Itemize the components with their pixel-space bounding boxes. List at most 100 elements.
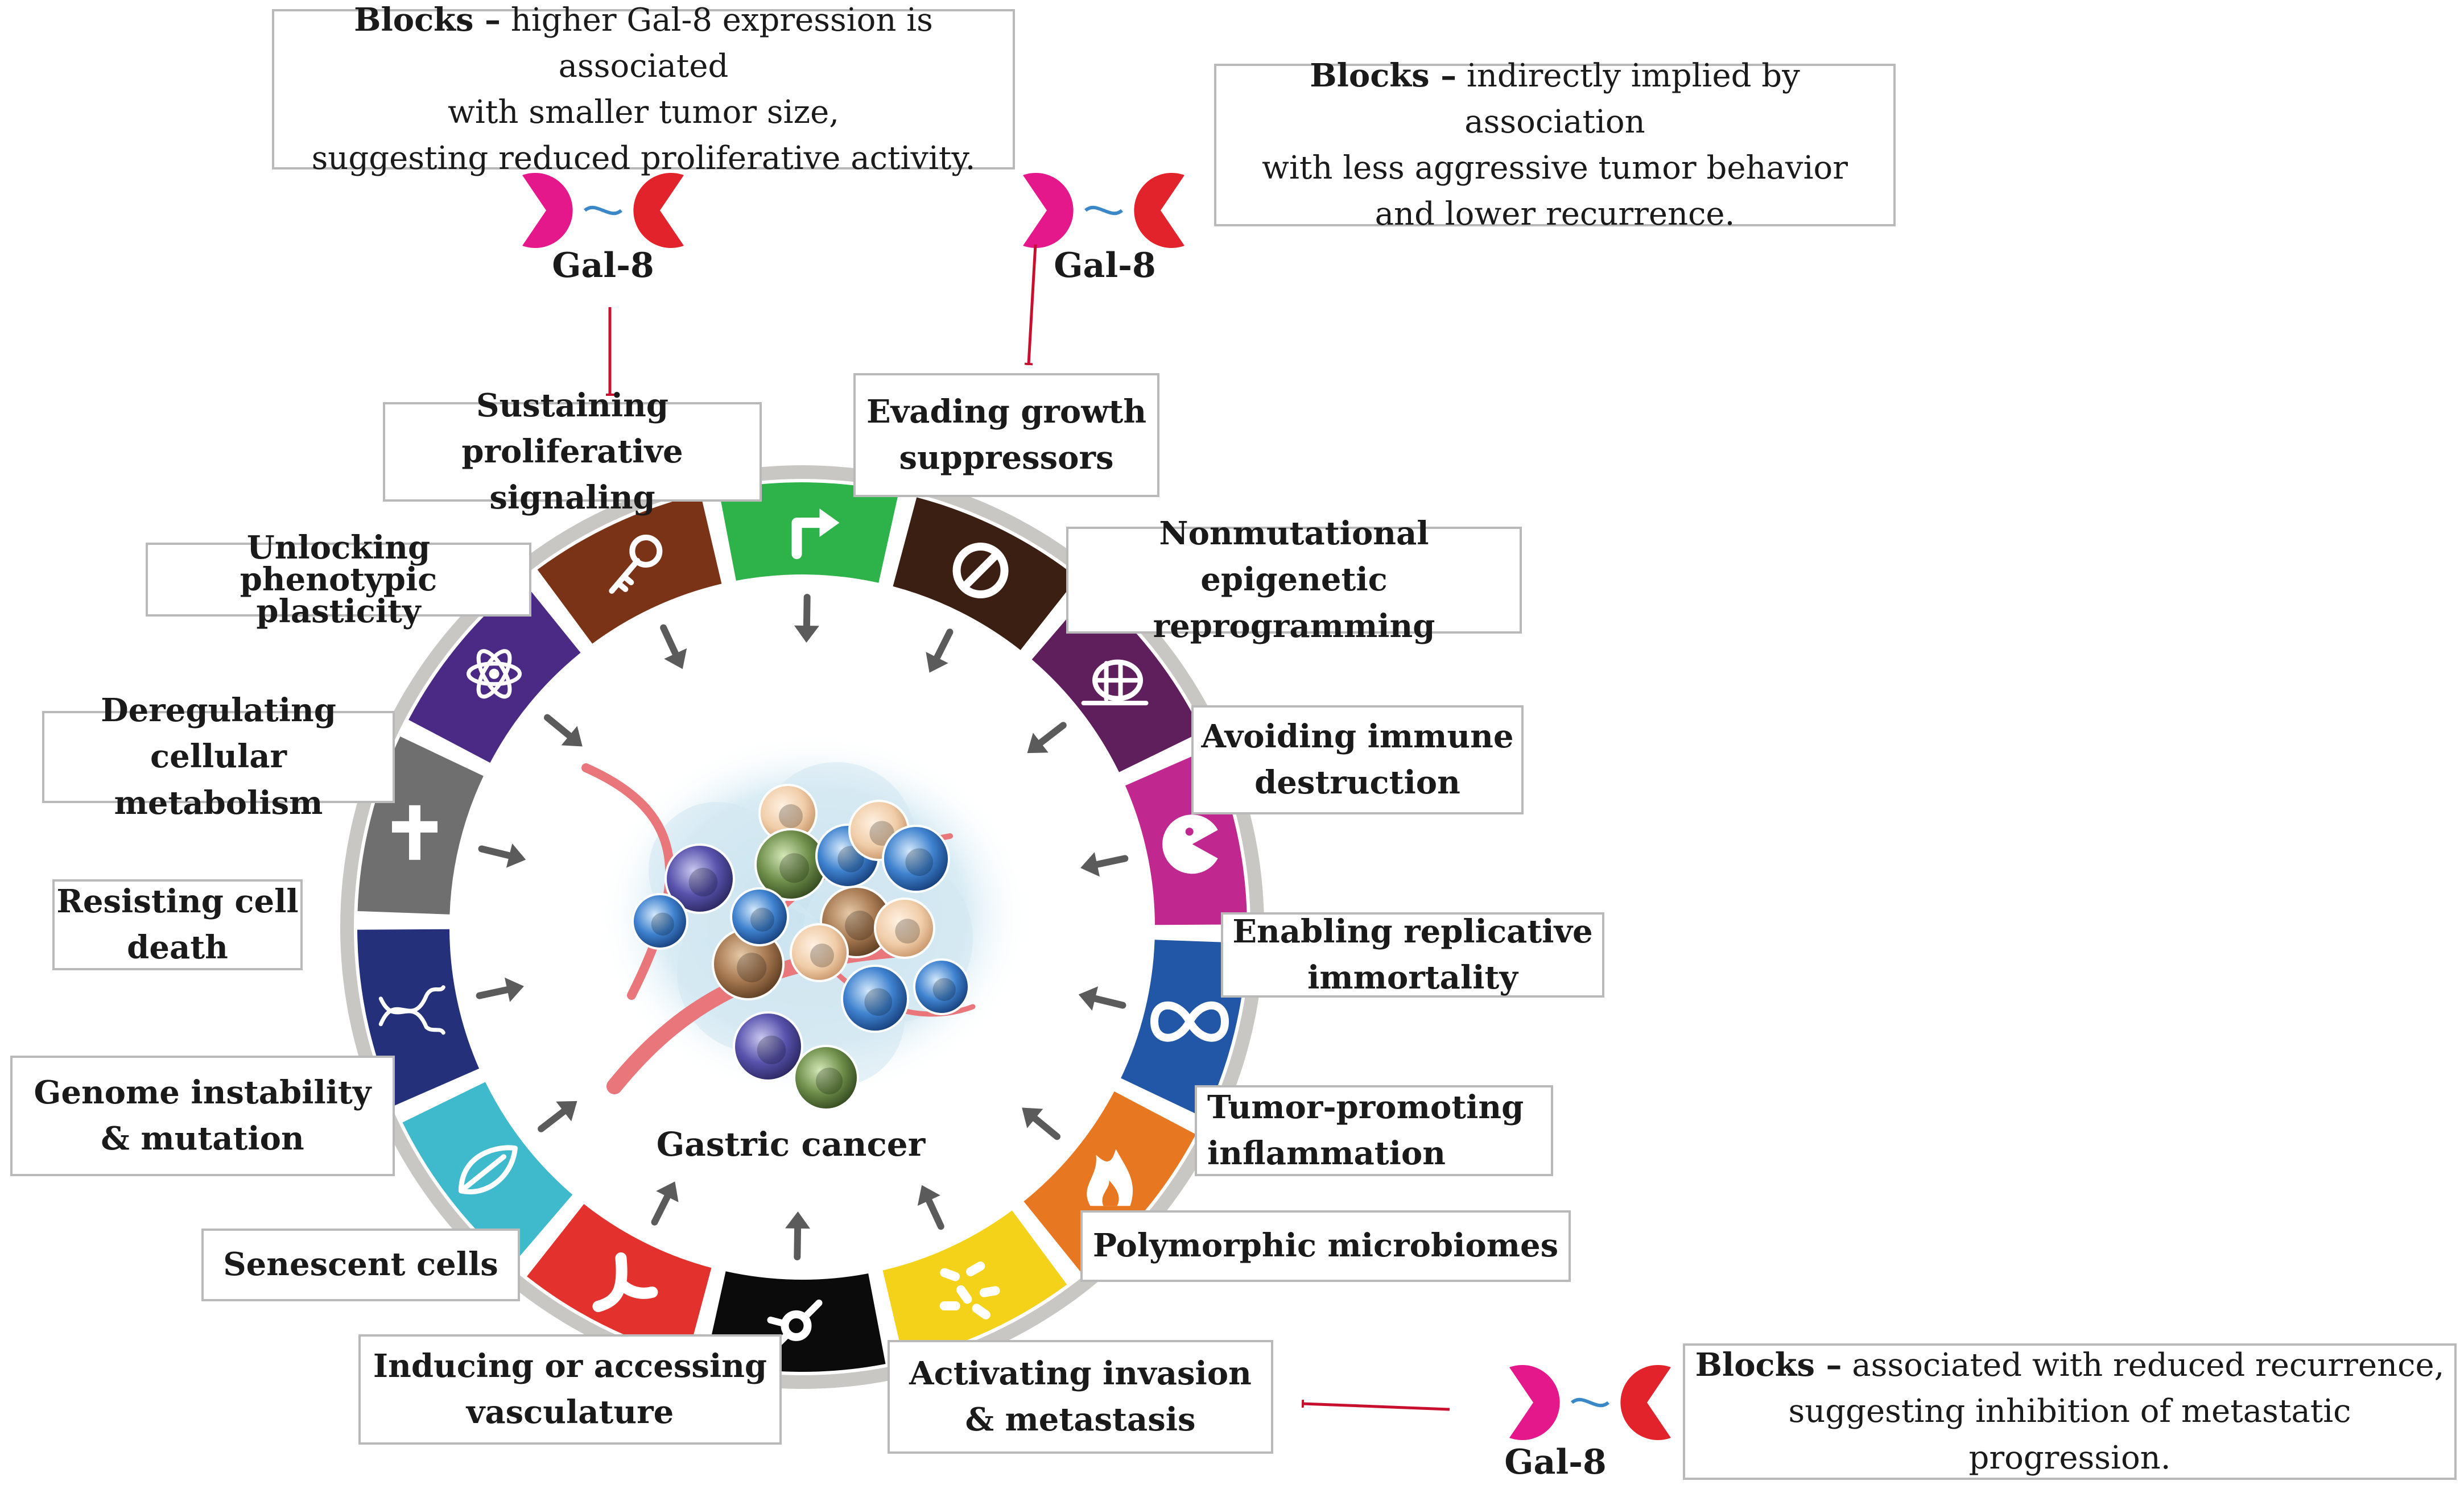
cell-nucleus (837, 846, 864, 872)
note-gal8-proliferation: Blocks – higher Gal-8 expression is asso… (272, 1, 1015, 177)
cell-nucleus (864, 988, 893, 1016)
label-line: Sustaining (476, 386, 668, 424)
label-line: Tumor-promoting (1207, 1088, 1524, 1126)
note-text: indirectly implied by association (1456, 57, 1800, 140)
flame-icon (1087, 1149, 1133, 1206)
label-resisting-cell-death: Resisting cell death (52, 879, 303, 970)
cell-nucleus (737, 953, 767, 983)
label-line: Polymorphic microbiomes (1092, 1227, 1559, 1265)
cell-nucleus (845, 911, 875, 941)
tumor-illustration (581, 734, 1030, 1111)
note-line: suggesting reduced proliferative activit… (311, 140, 976, 177)
cell-nucleus (750, 908, 774, 932)
tumor-cell (874, 897, 935, 959)
label-tumor-promoting-inflammation: Tumor-promoting inflammation (1195, 1085, 1553, 1176)
arrow-head (1027, 733, 1049, 754)
tumor-cell (733, 1011, 803, 1082)
label-line: destruction (1254, 764, 1460, 801)
label-line: death (127, 929, 228, 966)
gal8-domain-right (1134, 173, 1184, 248)
label-line: immortality (1307, 959, 1518, 996)
note-gal8-invasion: Blocks – associated with reduced recurre… (1683, 1343, 2457, 1480)
label-line: Avoiding immune (1201, 717, 1514, 755)
label-activating-invasion-metastasis: Activating invasion & metastasis (888, 1340, 1273, 1454)
arrow-head (926, 652, 948, 673)
segment-microbiome (882, 1210, 1067, 1360)
inhibition-line (1024, 244, 1037, 366)
inhibition-line (1301, 1399, 1450, 1411)
segment-senescent (402, 1082, 573, 1265)
arrow-shaft (794, 1225, 802, 1260)
arrow-head (556, 1101, 577, 1122)
leaf-icon (458, 1145, 518, 1194)
cell-nucleus (905, 848, 934, 876)
note-line: with less aggressive tumor behavior (1262, 150, 1848, 187)
cell-nucleus (688, 867, 718, 897)
arrow-shaft (1037, 722, 1067, 746)
arrow-head (664, 648, 687, 669)
arrow-shaft (934, 628, 954, 661)
chromatin-icon (1081, 659, 1149, 706)
tumor-cell (790, 923, 849, 982)
note-bold-prefix: Blocks – (1695, 1346, 1842, 1384)
tumor-cell (665, 843, 735, 914)
arrow-icon (791, 508, 840, 560)
gal8-molecule-proliferation (522, 173, 684, 248)
gal8-label: Gal-8 (552, 246, 654, 286)
gal8-domain-left (1023, 173, 1074, 248)
gal8-molecule-invasion (1509, 1365, 1671, 1440)
label-line: suppressors (899, 439, 1114, 477)
cell-nucleus (816, 1068, 843, 1095)
dna-icon (378, 985, 445, 1035)
label-sustaining-proliferative-signaling: Sustaining proliferative signaling (383, 387, 762, 516)
tumor-cell (841, 965, 909, 1033)
label-avoiding-immune-destruction: Avoiding immune destruction (1191, 705, 1524, 814)
label-line: Activating invasion (909, 1354, 1252, 1392)
tumor-cell (730, 887, 789, 946)
label-unlocking-phenotypic-plasticity: Unlocking phenotypic plasticity (146, 532, 531, 627)
gal8-label: Gal-8 (1504, 1442, 1607, 1482)
gal8-domain-left (522, 173, 573, 248)
label-evading-growth-suppressors: Evading growth suppressors (853, 373, 1159, 497)
label-nonmutational-epigenetic-reprogramming: Nonmutational epigenetic reprogramming (1066, 515, 1522, 645)
label-line: vasculature (466, 1393, 674, 1431)
label-line: Evading growth (866, 392, 1147, 431)
pac-cell-icon (1162, 814, 1218, 874)
arrow-head (1080, 852, 1100, 877)
cell-nucleus (651, 912, 674, 936)
arrow-shaft (476, 986, 511, 999)
note-line: Blocks – associated with reduced recurre… (1695, 1342, 2445, 1388)
inward-arrows (476, 594, 1129, 1260)
note-bold-prefix: Blocks – (1310, 56, 1457, 94)
arrow-head (917, 1185, 940, 1206)
bacteria-icon (939, 1261, 1000, 1320)
note-line: Blocks – higher Gal-8 expression is asso… (274, 0, 1013, 89)
center-label: Gastric cancer (656, 1125, 926, 1164)
note-text: associated with reduced recurrence, (1842, 1347, 2445, 1384)
gal8-label: Gal-8 (1054, 246, 1156, 286)
label-line: Resisting cell (56, 882, 299, 920)
segment-prolif (719, 482, 899, 583)
label-enabling-replicative-immortality: Enabling replicative immortality (1221, 912, 1604, 998)
cell-nucleus (779, 853, 810, 883)
cell-nucleus (895, 919, 921, 944)
label-line: Unlocking phenotypic (240, 529, 438, 598)
segment-growth (893, 497, 1078, 650)
arrow-head (561, 726, 583, 747)
arrow-shaft (478, 845, 513, 859)
tumor-cell (882, 825, 950, 893)
label-genome-instability-mutation: Genome instability & mutation (10, 1056, 395, 1176)
label-line: Inducing or accessing (373, 1347, 767, 1385)
label-line: Enabling replicative (1232, 912, 1593, 950)
cell-nucleus (779, 804, 803, 828)
cell-nucleus (810, 944, 834, 967)
vessel-icon (592, 1252, 658, 1312)
tumor-cell (793, 1045, 859, 1111)
arrow-head (1078, 986, 1099, 1011)
arrow-shaft (538, 1108, 567, 1132)
label-line: Nonmutational epigenetic (1159, 515, 1429, 599)
note-line: and lower recurrence. (1375, 196, 1735, 233)
prohibited-icon (952, 543, 1009, 599)
arrow-shaft (543, 714, 573, 739)
